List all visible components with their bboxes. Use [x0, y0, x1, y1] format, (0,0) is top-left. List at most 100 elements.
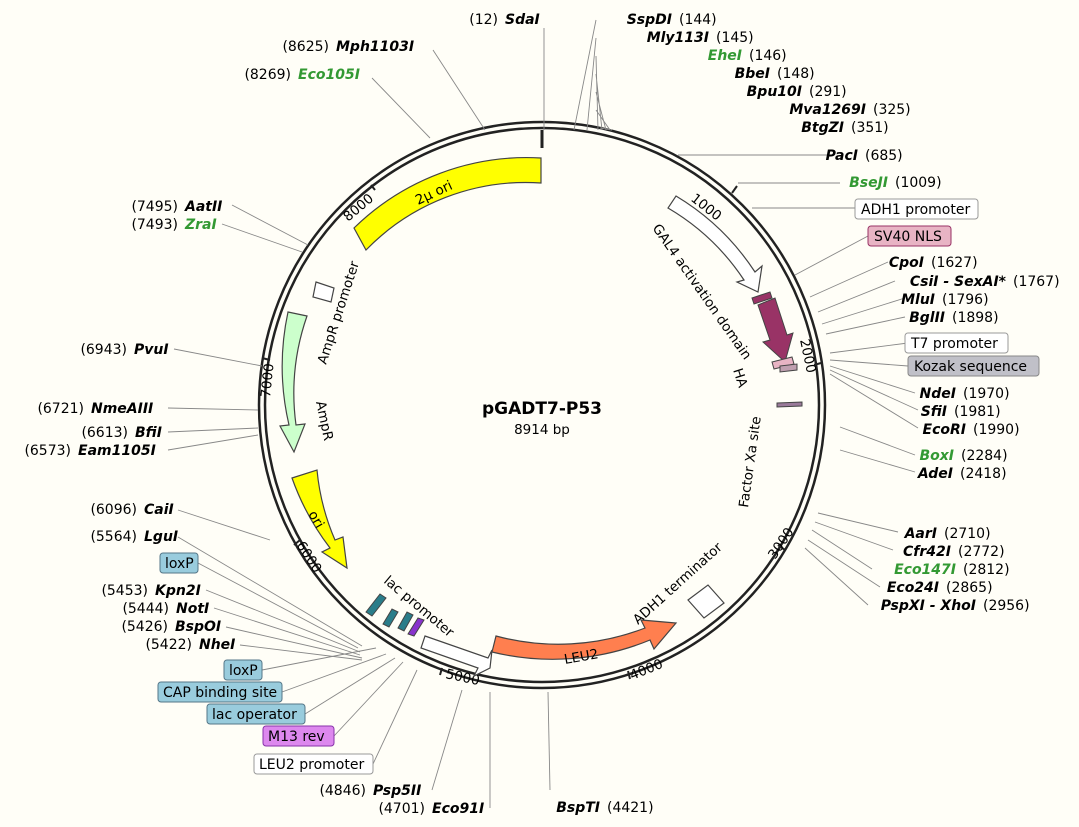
- leu2-promoter-box[interactable]: [253, 753, 374, 775]
- enzyme-label[interactable]: CsiI - SexAI*: [910, 274, 1007, 290]
- sv40-nls-box[interactable]: [867, 225, 952, 247]
- adh1-promoter-box[interactable]: [854, 198, 979, 220]
- enzyme-position: (351): [851, 120, 889, 136]
- enzyme-position: (5426): [121, 619, 168, 635]
- enzyme-label[interactable]: CaiI: [144, 502, 174, 518]
- enzyme-label[interactable]: NheI: [199, 637, 235, 653]
- enzyme-label[interactable]: SfiI: [921, 404, 947, 420]
- enzyme-label[interactable]: BspOI: [175, 619, 221, 635]
- enzyme-label[interactable]: CpoI: [889, 255, 924, 271]
- ampr-promoter-label: AmpR promoter: [315, 259, 364, 366]
- tick-label: 3000: [765, 525, 797, 562]
- adh1-terminator-feature: [687, 584, 725, 619]
- plasmid-name: pGADT7-P53: [482, 399, 602, 419]
- loxp-feature: [365, 593, 387, 617]
- enzyme-position: (6613): [81, 425, 128, 441]
- enzyme-label[interactable]: NmeAIII: [91, 401, 153, 417]
- ampr-promoter-feature: [312, 281, 335, 303]
- enzyme-position: (7493): [131, 217, 178, 233]
- kozak-text: Kozak sequence: [914, 359, 1027, 375]
- enzyme-label[interactable]: NotI: [176, 601, 209, 617]
- sv40-nls-feature: [751, 291, 773, 305]
- enzyme-label[interactable]: Bpu10I: [747, 84, 802, 100]
- m13-feature: [407, 617, 425, 637]
- enzyme-position: (5444): [122, 601, 169, 617]
- enzyme-label[interactable]: Cfr42I: [903, 544, 951, 560]
- enzyme-label[interactable]: Mva1269I: [789, 102, 866, 118]
- factor-xa-label: Factor Xa site: [736, 415, 765, 508]
- enzyme-position: (5564): [90, 529, 137, 545]
- enzyme-label[interactable]: BoxI: [919, 448, 954, 464]
- enzyme-label[interactable]: BseJI: [849, 175, 888, 191]
- lac-operator-box[interactable]: [206, 703, 306, 725]
- enzyme-label[interactable]: BspTI: [556, 800, 600, 816]
- enzyme-position: (6096): [90, 502, 137, 518]
- tick-label: 7000: [258, 363, 278, 399]
- enzyme-label[interactable]: NdeI: [920, 386, 956, 402]
- enzyme-label[interactable]: BglII: [909, 310, 945, 326]
- enzymes-left: (12) SdaI (8625) Mph1103I (8269) Eco105I…: [24, 12, 539, 817]
- enzyme-position: (144): [679, 12, 717, 28]
- cap-binding-box[interactable]: [157, 681, 283, 703]
- enzyme-label[interactable]: AatII: [184, 199, 222, 215]
- enzyme-label[interactable]: PvuI: [134, 342, 169, 358]
- enzyme-label[interactable]: Psp5II: [373, 783, 421, 799]
- leu2-promoter-feature: [420, 635, 493, 678]
- enzyme-label[interactable]: Eco24I: [887, 580, 939, 596]
- enzyme-label[interactable]: AdeI: [917, 466, 953, 482]
- enzyme-position: (685): [865, 148, 903, 164]
- enzyme-label[interactable]: Eco105I: [298, 67, 360, 83]
- loxp-box-2[interactable]: [223, 659, 263, 681]
- loxp-text-1: loxP: [165, 556, 194, 572]
- enzyme-label[interactable]: EheI: [708, 48, 742, 64]
- cap-binding-text: CAP binding site: [163, 685, 277, 701]
- enzyme-label[interactable]: MluI: [901, 292, 935, 308]
- enzyme-label[interactable]: PacI: [826, 148, 858, 164]
- enzyme-position: (6943): [80, 342, 127, 358]
- enzyme-position: (325): [873, 102, 911, 118]
- enzyme-position: (7495): [131, 199, 178, 215]
- enzyme-position: (1009): [895, 175, 942, 191]
- enzyme-label[interactable]: Eco147I: [894, 562, 956, 578]
- enzyme-label[interactable]: SspDI: [627, 12, 672, 28]
- enzyme-label[interactable]: EcoRI: [923, 422, 966, 438]
- enzyme-position: (4846): [319, 783, 366, 799]
- leu2-label: LEU2: [563, 646, 600, 668]
- backbone: [257, 120, 827, 690]
- enzyme-position: (12): [469, 12, 498, 28]
- adh1-promoter-text: ADH1 promoter: [861, 202, 970, 218]
- loxp-box-1[interactable]: [159, 552, 199, 574]
- ori-feature: [291, 469, 348, 570]
- enzymes-right: SspDI (144) Mly113I (145) EheI (146) Bbe…: [556, 12, 1059, 816]
- enzyme-position: (1627): [931, 255, 978, 271]
- enzyme-label[interactable]: Mly113I: [647, 30, 709, 46]
- enzyme-label[interactable]: Eam1105I: [78, 443, 156, 459]
- enzyme-label[interactable]: BtgZI: [801, 120, 844, 136]
- leu2-feature: [491, 619, 678, 660]
- enzyme-position: (1796): [942, 292, 989, 308]
- enzyme-label[interactable]: AarI: [904, 526, 937, 542]
- enzyme-label[interactable]: BfiI: [135, 425, 162, 441]
- enzyme-position: (2710): [944, 526, 991, 542]
- enzyme-position: (1981): [954, 404, 1001, 420]
- enzyme-label[interactable]: PspXI - XhoI: [881, 598, 976, 614]
- ori-label: ori: [305, 508, 328, 531]
- enzyme-label[interactable]: Eco91I: [432, 801, 484, 817]
- m13-rev-box[interactable]: [262, 725, 335, 747]
- adh1-terminator-label: ADH1 terminator: [630, 539, 726, 628]
- kozak-box[interactable]: [907, 355, 1040, 377]
- feature-boxes: ADH1 promoter SV40 NLS T7 promoter Kozak…: [157, 198, 1040, 775]
- enzyme-label[interactable]: ZraI: [184, 217, 217, 233]
- enzyme-label[interactable]: SdaI: [505, 12, 540, 28]
- enzyme-position: (6721): [37, 401, 84, 417]
- enzyme-label[interactable]: LguI: [144, 529, 178, 545]
- lac-operator-feature: [397, 611, 414, 632]
- enzyme-position: (148): [777, 66, 815, 82]
- kozak-feature: [779, 363, 798, 373]
- enzyme-label[interactable]: Kpn2I: [155, 583, 201, 599]
- t7-promoter-box[interactable]: [904, 332, 1009, 354]
- gal4-label: GAL4 activation domain: [649, 221, 755, 363]
- enzyme-label[interactable]: Mph1103I: [336, 39, 414, 55]
- enzyme-label[interactable]: BbeI: [735, 66, 770, 82]
